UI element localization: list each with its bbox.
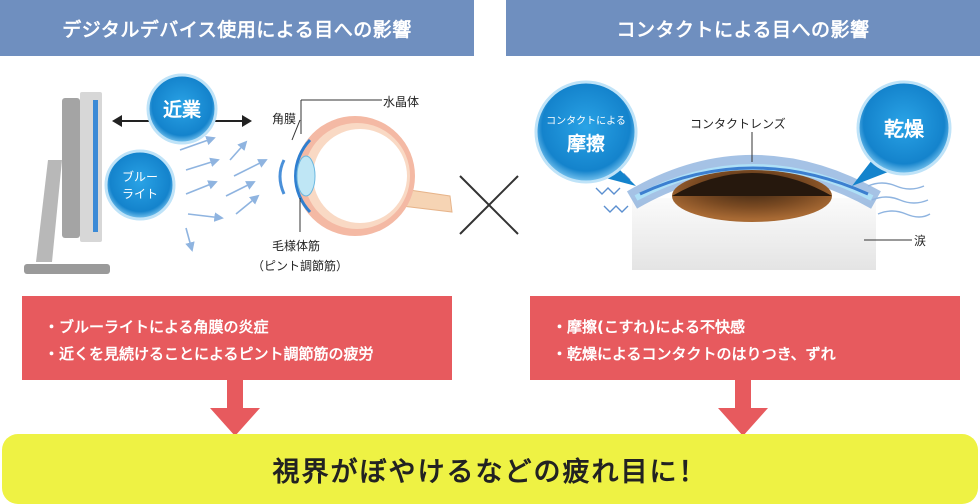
lens-label: 水晶体 [383,95,419,109]
multiply-icon [459,175,519,235]
left-effects-box: ・ブルーライトによる角膜の炎症 ・近くを見続けることによるピント調節筋の疲労 [22,296,452,380]
blue-light-bubble: ブルー ライト [104,149,176,221]
cornea-label: 角膜 [272,112,296,126]
right-effects-box: ・摩擦(こすれ)による不快感 ・乾燥によるコンタクトのはりつき、ずれ [530,296,960,380]
contact-lens-label: コンタクトレンズ [690,116,786,131]
left-effect-item: ・ブルーライトによる角膜の炎症 [44,318,269,336]
dryness-lines [867,182,931,218]
light-rays [179,136,268,252]
friction-label-2: 摩擦 [567,132,605,155]
left-effect-item: ・近くを見続けることによるピント調節筋の疲労 [44,345,374,363]
near-work-bubble: 近業 [146,73,218,145]
left-panel-title: デジタルデバイス使用による目への影響 [0,0,474,56]
illustration-scene: 近業 ブルー ライト 水晶体 角膜 毛様体筋 （ピント調節筋） [24,73,952,274]
contact-lens-eye [626,132,912,270]
tears-label: 涙 [914,233,926,248]
eye-cross-section [278,99,453,236]
right-effect-item: ・摩擦(こすれ)による不快感 [552,318,745,336]
blue-light-label-2: ライト [122,187,158,201]
down-arrow-icon [718,380,768,436]
near-work-label: 近業 [163,98,202,121]
right-effect-item: ・乾燥によるコンタクトのはりつき、ずれ [552,345,836,363]
friction-bubble: コンタクトによる 摩擦 [534,80,638,186]
dryness-label: 乾燥 [884,117,925,141]
dryness-bubble: 乾燥 [852,80,952,186]
right-panel-title: コンタクトによる目への影響 [506,0,980,56]
monitor-icon [24,92,110,274]
ciliary-muscle-sublabel: （ピント調節筋） [252,258,348,273]
ciliary-muscle-label: 毛様体筋 [272,238,320,253]
conclusion-banner: 視界がぼやけるなどの疲れ目に！ [2,434,978,504]
friction-label-1: コンタクトによる [546,115,626,127]
blue-light-label-1: ブルー [122,169,158,184]
down-arrow-icon [210,380,260,436]
